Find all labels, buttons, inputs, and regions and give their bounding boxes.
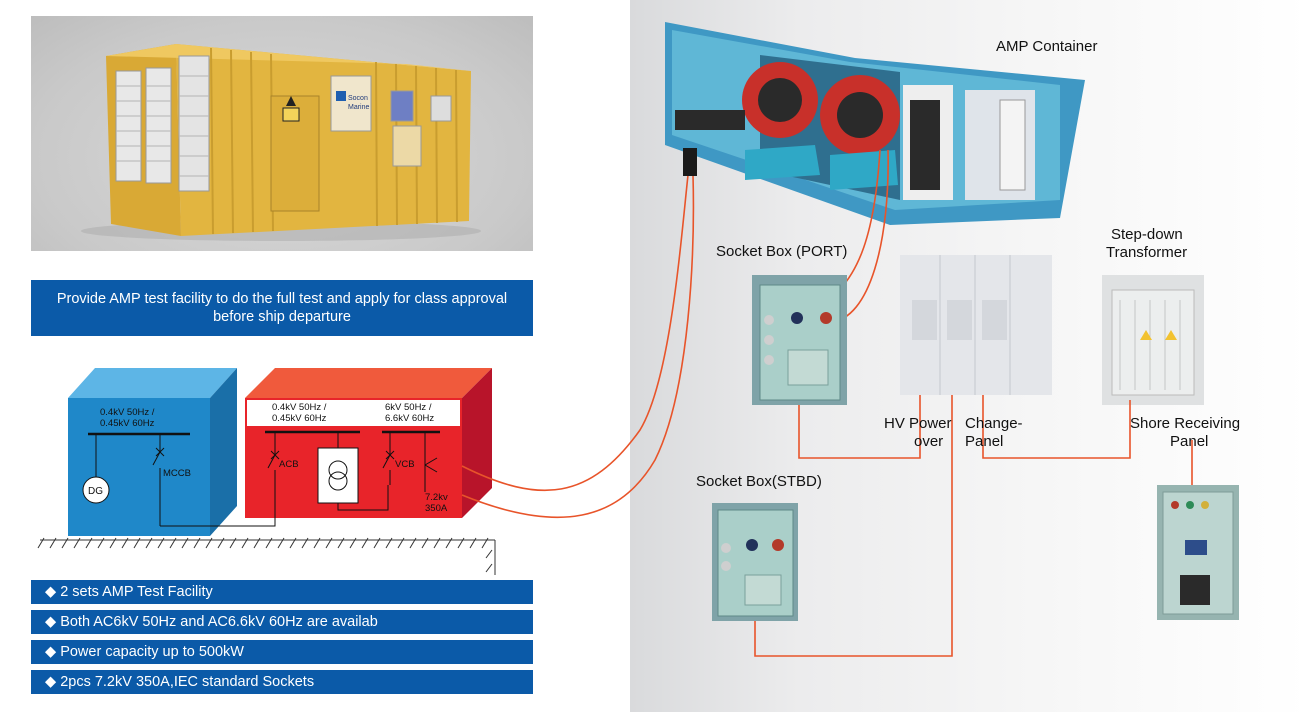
socket-box-port-label: Socket Box (PORT) [716,243,848,260]
red-left-voltage-line-1: 0.4kV 50Hz / [272,402,327,413]
diamond-bullet-icon: ◆ [45,584,57,600]
container-brand-line-2: Marine [348,104,370,111]
feature-item: ◆ 2pcs 7.2kV 350A,IEC standard Sockets [31,670,533,694]
amp-container-image [665,22,1085,225]
feature-text: Both AC6kV 50Hz and AC6.6kV 60Hz are ava… [60,614,378,630]
socket-box-port-image [752,275,847,405]
socket-box-stbd-image [712,503,798,621]
electrical-schematic: 0.4kV 50Hz / 0.45kV 60Hz DG MCCB 0.4kV 5… [37,368,496,575]
diamond-bullet-icon: ◆ [45,674,57,690]
feature-list: ◆ 2 sets AMP Test Facility ◆ Both AC6kV … [31,580,533,700]
red-left-voltage-line-2: 0.45kV 60Hz [272,413,327,424]
changeover-label-line-1: Change- [965,415,1023,432]
container-brand-line-1: Socon [348,95,368,102]
hv-power-label-line-1: HV Power [884,415,952,432]
hv-power-label-line-2: over [914,433,944,450]
socket-box-stbd-label: Socket Box(STBD) [696,473,822,490]
amp-container-label: AMP Container [996,38,1098,55]
feature-item: ◆ Power capacity up to 500kW [31,640,533,664]
banner-text: Provide AMP test facility to do the full… [56,291,508,325]
socket-rating-line-2: 350A [425,503,448,514]
blue-voltage-line-2: 0.45kV 60Hz [100,418,155,429]
container-photo: Socon Marine [31,16,533,251]
shore-receiving-label-line-2: Panel [1170,433,1209,450]
info-banner: Provide AMP test facility to do the full… [31,280,533,336]
blue-voltage-line-1: 0.4kV 50Hz / [100,407,155,418]
feature-text: Power capacity up to 500kW [60,644,244,660]
shore-receiving-panel-image [1157,485,1239,620]
step-down-transformer-image [1102,275,1204,405]
shore-receiving-label-line-1: Shore Receiving [1130,415,1241,432]
dg-label: DG [88,486,103,497]
changeover-label-line-2: Panel [965,433,1004,450]
diamond-bullet-icon: ◆ [45,614,57,630]
step-down-label-line-2: Transformer [1106,244,1188,261]
vcb-label: VCB [395,459,415,470]
red-right-voltage-line-1: 6kV 50Hz / [385,402,432,413]
red-right-voltage-line-2: 6.6kV 60Hz [385,413,434,424]
feature-text: 2 sets AMP Test Facility [60,584,213,600]
mccb-label: MCCB [163,468,191,479]
feature-item: ◆ Both AC6kV 50Hz and AC6.6kV 60Hz are a… [31,610,533,634]
feature-item: ◆ 2 sets AMP Test Facility [31,580,533,604]
socket-rating-line-1: 7.2kv [425,492,448,503]
step-down-label-line-1: Step-down [1111,226,1183,243]
diamond-bullet-icon: ◆ [45,644,57,660]
acb-label: ACB [279,459,299,470]
hv-changeover-panel-image [900,255,1052,395]
feature-text: 2pcs 7.2kV 350A,IEC standard Sockets [60,674,315,690]
